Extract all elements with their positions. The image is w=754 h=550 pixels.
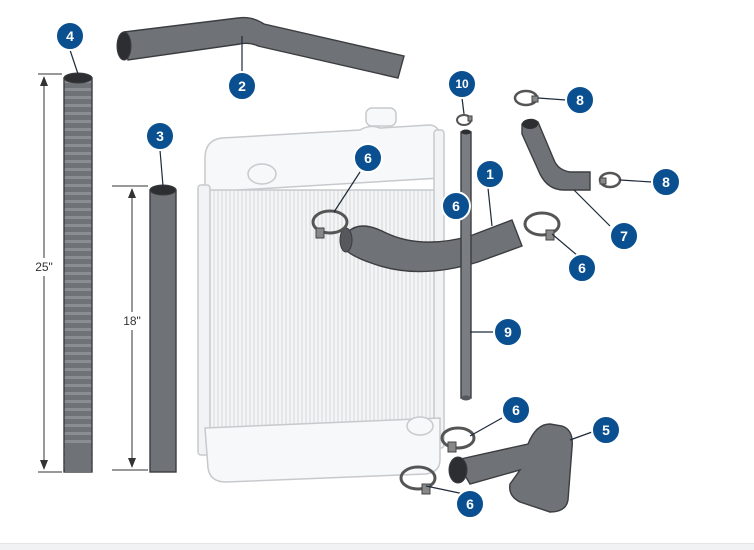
radiator-inlet-pipe [247, 163, 277, 185]
svg-text:5: 5 [602, 422, 610, 438]
tiny-hose-clamp [456, 114, 473, 126]
svg-text:1: 1 [486, 166, 494, 182]
svg-text:8: 8 [576, 92, 584, 108]
callout-6-bottom-upper: 6 [501, 395, 531, 425]
callout-7: 7 [609, 221, 639, 251]
hose-clamp [311, 209, 349, 239]
callout-10: 10 [447, 69, 477, 99]
svg-text:3: 3 [156, 128, 164, 144]
svg-text:4: 4 [66, 28, 74, 44]
svg-text:6: 6 [578, 260, 586, 276]
radiator [197, 107, 445, 483]
callout-8-right: 8 [651, 167, 681, 197]
svg-text:6: 6 [364, 150, 372, 166]
callout-6-mid: 6 [441, 191, 471, 221]
small-hose-clamp [513, 89, 539, 107]
svg-text:6: 6 [512, 402, 520, 418]
svg-text:6: 6 [452, 198, 460, 214]
molded-hose-2 [116, 16, 405, 79]
callout-6-top: 6 [353, 143, 383, 173]
radiator-core [207, 189, 437, 431]
bypass-tube-9 [460, 129, 472, 401]
svg-text:8: 8 [662, 174, 670, 190]
dimension-label-25in: 25" [35, 260, 53, 274]
svg-text:7: 7 [620, 228, 628, 244]
svg-text:9: 9 [504, 324, 512, 340]
callout-4: 4 [55, 21, 85, 51]
callout-8-top: 8 [565, 85, 595, 115]
callout-6-bottom-lower: 6 [455, 489, 485, 519]
hose-clamp [440, 426, 476, 453]
callout-2: 2 [227, 71, 257, 101]
callout-6-right: 6 [567, 253, 597, 283]
leader-lines [69, 36, 653, 495]
hose-clamp [399, 465, 437, 495]
filler-neck [365, 107, 397, 127]
straight-hose-18in [149, 184, 177, 473]
upper-radiator-hose-1 [339, 219, 523, 273]
callout-1: 1 [475, 159, 505, 189]
svg-text:6: 6 [466, 496, 474, 512]
callout-3: 3 [145, 121, 175, 151]
small-hose-clamp [598, 171, 622, 189]
svg-text:10: 10 [455, 77, 469, 91]
callout-5: 5 [591, 415, 621, 445]
radiator-outlet-pipe [406, 416, 434, 436]
small-molded-hose-7 [521, 118, 591, 191]
svg-text:2: 2 [238, 78, 246, 94]
flex-hose-25in [63, 72, 93, 473]
lower-molded-hose-5 [448, 423, 573, 513]
callout-9: 9 [493, 317, 523, 347]
dimension-label-18in: 18" [123, 314, 141, 328]
footer-strip [0, 543, 754, 550]
